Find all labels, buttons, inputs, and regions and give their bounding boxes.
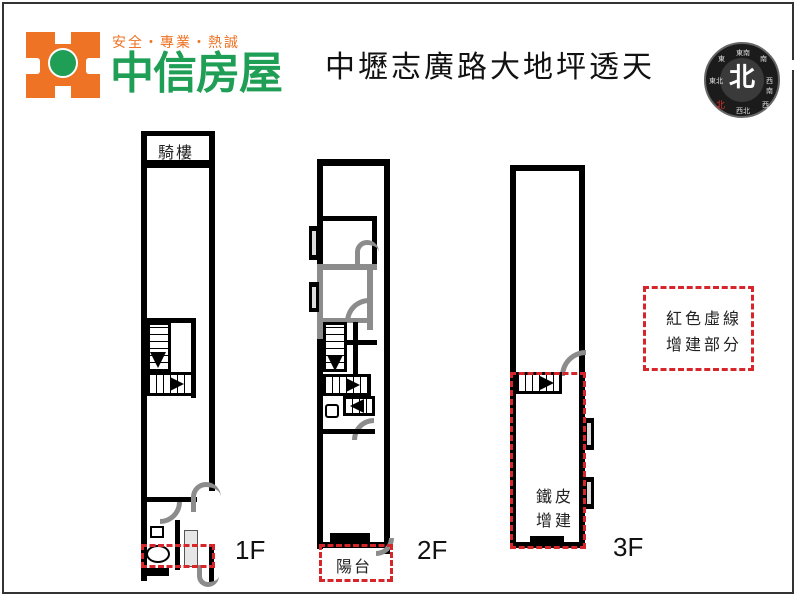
floor-label-2f: 2F (417, 535, 448, 565)
stairs-left-arrow-icon (350, 399, 364, 413)
stairs-right-arrow-icon (170, 377, 184, 391)
annex-label-line2: 增建 (536, 511, 575, 530)
balcony-dashed-outline (319, 544, 393, 582)
extension-dashed-outline (141, 544, 215, 568)
frame-notch (778, 60, 800, 70)
annex-dashed-outline (510, 372, 586, 549)
legend-line1: 紅色虛線 (666, 309, 743, 328)
floor-label-1f: 1F (235, 535, 266, 565)
stairs-down-arrow-icon (327, 355, 343, 371)
stairs (147, 372, 195, 396)
stairs-down-arrow-icon (150, 352, 166, 368)
legend-box (643, 286, 754, 371)
brand-name: 中信房屋 (110, 48, 283, 99)
slide-frame (2, 2, 794, 594)
globe-icon (48, 48, 78, 78)
sink-icon (325, 404, 339, 418)
page-title: 中壢志廣路大地坪透天 (325, 50, 655, 85)
compass-north-glyph: 北 (728, 63, 755, 93)
stairs (147, 322, 171, 372)
sink-icon (150, 526, 164, 538)
floor-label-3f: 3F (613, 532, 644, 562)
annex-label-line1: 鐵皮 (536, 487, 575, 506)
compass-icon: 北 東南 南 西南 西 西北 北 東北 東 (704, 42, 780, 118)
company-logo-icon (26, 32, 100, 98)
stairs-right-arrow-icon (540, 376, 554, 390)
legend-line2: 增建部分 (666, 335, 743, 354)
slogan: 安全・專業・熱誠 (112, 35, 240, 51)
room-label-balcony: 陽台 (336, 557, 373, 576)
stairs-right-arrow-icon (346, 378, 360, 392)
room-label-arcade: 騎樓 (158, 143, 195, 162)
